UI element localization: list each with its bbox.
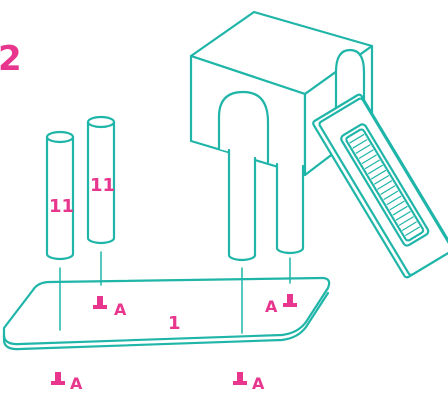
post-right-label: 11 xyxy=(90,175,115,196)
screw-label: A xyxy=(114,300,127,319)
screw-icon xyxy=(93,296,107,309)
post-left-label: 11 xyxy=(49,196,74,217)
screws xyxy=(51,294,297,385)
base-plate xyxy=(2,276,331,351)
post-right xyxy=(86,115,116,245)
house-posts xyxy=(227,148,305,262)
screw-label: A xyxy=(70,374,83,393)
screw-label: A xyxy=(252,374,265,393)
screw-icon xyxy=(51,372,65,385)
guide-lines xyxy=(59,251,291,334)
screw-icon xyxy=(233,372,247,385)
screw-icon xyxy=(283,294,297,307)
screw-label: A xyxy=(265,297,278,316)
step-number: 2 xyxy=(0,39,22,79)
base-label: 1 xyxy=(168,313,181,334)
post-left xyxy=(45,130,75,261)
side-panel xyxy=(312,93,448,279)
